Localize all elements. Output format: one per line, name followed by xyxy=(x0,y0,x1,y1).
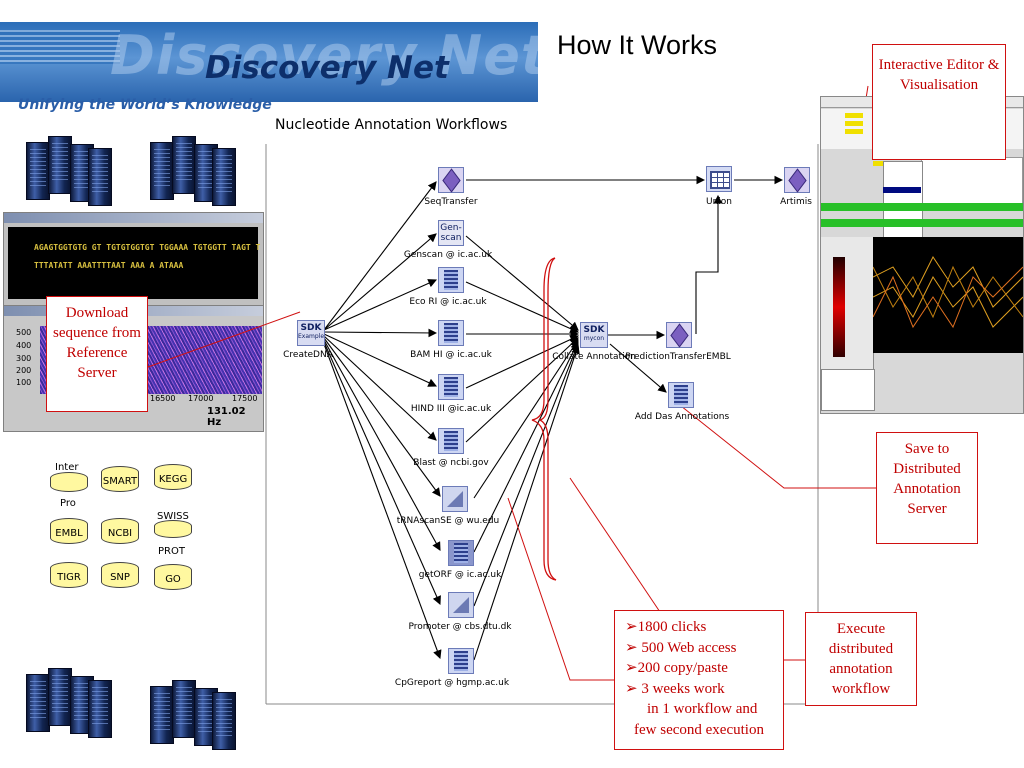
banner-tagline: Unifying the World’s Knowledge xyxy=(18,97,272,113)
banner-stripes xyxy=(0,30,120,64)
promoter-label: Promoter @ cbs.dtu.dk xyxy=(408,622,512,632)
panel-title: Nucleotide Annotation Workflows xyxy=(275,117,508,133)
stats-line: ➢ 3 weeks work xyxy=(625,680,725,697)
getorf-label: getORF @ ic.ac.uk xyxy=(418,570,502,580)
bamhi-label: BAM HI @ ic.ac.uk xyxy=(410,350,492,360)
discovery-net-banner: Discovery Net Discovery Net xyxy=(0,22,538,102)
y-tick-label: 400 xyxy=(16,341,32,350)
artimis-label: Artimis xyxy=(780,197,812,207)
interactive-editor-callout: Interactive Editor & Visualisation xyxy=(872,44,1006,160)
database-icon xyxy=(154,520,192,538)
banner-title: Discovery Net xyxy=(205,50,449,86)
seqtransfer-node[interactable] xyxy=(438,167,464,193)
blast-node[interactable] xyxy=(438,428,464,454)
execute-callout-text: Execute distributed annotation workflow xyxy=(828,621,894,697)
server-cluster-icon xyxy=(22,132,114,206)
union-label: Union xyxy=(705,197,733,207)
db-tigr-label: TIGR xyxy=(57,572,81,583)
download-callout-text: Download sequence from Reference Server xyxy=(53,305,141,381)
database-embl: EMBL xyxy=(50,518,88,544)
genscan-label: Genscan @ ic.ac.uk xyxy=(403,250,493,260)
y-tick-label: 200 xyxy=(16,366,32,375)
db-ncbi-label: NCBI xyxy=(107,528,133,539)
collate-annotation-label: Collate Annotation xyxy=(552,352,636,362)
db-label-pro: Pro xyxy=(60,498,76,509)
prediction-transfer-label: PredictionTransferEMBL xyxy=(625,352,731,362)
union-node[interactable] xyxy=(706,166,732,192)
stats-line: ➢200 copy/paste xyxy=(625,660,728,676)
sdk-text: SDK xyxy=(583,325,605,335)
artimis-node[interactable] xyxy=(784,167,810,193)
trnascan-node[interactable] xyxy=(442,486,468,512)
save-callout: Save to Distributed Annotation Server xyxy=(876,432,978,544)
ecori-label: Eco RI @ ic.ac.uk xyxy=(409,297,487,307)
add-das-label: Add Das Annotations xyxy=(634,412,730,422)
db-kegg-label: KEGG xyxy=(158,474,188,485)
x-tick-label: 16500 xyxy=(150,394,176,403)
database-tigr: TIGR xyxy=(50,562,88,588)
database-snp: SNP xyxy=(101,562,139,588)
prediction-transfer-node[interactable] xyxy=(666,322,692,348)
db-label-prot: PROT xyxy=(158,546,185,557)
sequence-viewer-window: AGAGTGGTGTG GT TGTGTGGTGT TGGAAA TGTGGTT… xyxy=(3,212,264,306)
hindiii-node[interactable] xyxy=(438,374,464,400)
blast-label: Blast @ ncbi.gov xyxy=(413,458,489,468)
database-icon xyxy=(50,472,88,492)
bamhi-node[interactable] xyxy=(438,320,464,346)
db-label-inter: Inter xyxy=(55,462,79,473)
sequence-line: TTTATATT AAATTTTAAT AAA A ATAAA xyxy=(34,261,184,270)
createdna-label: CreateDNA xyxy=(283,350,333,360)
stats-line: in 1 workflow and xyxy=(647,701,758,717)
x-tick-label: 17500 xyxy=(232,394,258,403)
db-snp-label: SNP xyxy=(110,572,130,583)
interactive-editor-text: Interactive Editor & Visualisation xyxy=(878,57,1000,93)
stats-line: ➢1800 clicks xyxy=(625,619,707,635)
db-go-label: GO xyxy=(165,574,181,585)
add-das-node[interactable] xyxy=(668,382,694,408)
database-kegg: KEGG xyxy=(154,464,192,490)
y-tick-label: 300 xyxy=(16,354,32,363)
y-tick-label: 100 xyxy=(16,378,32,387)
x-tick-label: 17000 xyxy=(188,394,214,403)
seqtransfer-label: SeqTransfer xyxy=(424,197,478,207)
banner-watermark: Discovery Net xyxy=(110,24,538,87)
sdk-subtext: mycon xyxy=(583,335,605,342)
db-embl-label: EMBL xyxy=(55,528,83,539)
cpgreport-node[interactable] xyxy=(448,648,474,674)
database-ncbi: NCBI xyxy=(101,518,139,544)
genscan-node[interactable]: Gen-scan xyxy=(438,220,464,246)
database-smart: SMART xyxy=(101,466,139,492)
frequency-readout: 131.02 Hz xyxy=(207,406,246,428)
sequence-line: AGAGTGGTGTG GT TGTGTGGTGT TGGAAA TGTGGTT… xyxy=(34,243,261,252)
execute-callout: Execute distributed annotation workflow xyxy=(805,612,917,706)
hindiii-label: HIND III @ic.ac.uk xyxy=(410,404,492,414)
cpgreport-label: CpGreport @ hgmp.ac.uk xyxy=(394,678,510,688)
trnascan-label: tRNAscanSE @ wu.edu xyxy=(396,516,500,526)
stats-line: few second execution xyxy=(634,721,764,738)
server-cluster-icon xyxy=(146,132,238,206)
download-callout: Download sequence from Reference Server xyxy=(46,296,148,412)
sequence-window-titlebar xyxy=(4,213,263,223)
page-title: How It Works xyxy=(557,30,718,60)
sdk-text: SDK xyxy=(300,323,322,333)
ecori-node[interactable] xyxy=(438,267,464,293)
server-cluster-icon xyxy=(22,664,114,738)
sdk-subtext: Example xyxy=(298,333,325,340)
database-go: GO xyxy=(154,564,192,590)
sequence-display: AGAGTGGTGTG GT TGTGTGGTGT TGGAAA TGTGGTT… xyxy=(8,227,261,299)
y-tick-label: 500 xyxy=(16,328,32,337)
stats-callout: ➢1800 clicks ➢ 500 Web access ➢200 copy/… xyxy=(614,610,784,750)
save-callout-text: Save to Distributed Annotation Server xyxy=(893,441,961,517)
genscan-icon-text: Gen-scan xyxy=(440,223,462,243)
server-cluster-icon xyxy=(146,676,238,750)
promoter-node[interactable] xyxy=(448,592,474,618)
db-label-swiss: SWISS xyxy=(157,511,189,522)
stats-line: ➢ 500 Web access xyxy=(625,639,737,656)
db-smart-label: SMART xyxy=(102,476,138,487)
getorf-node[interactable] xyxy=(448,540,474,566)
